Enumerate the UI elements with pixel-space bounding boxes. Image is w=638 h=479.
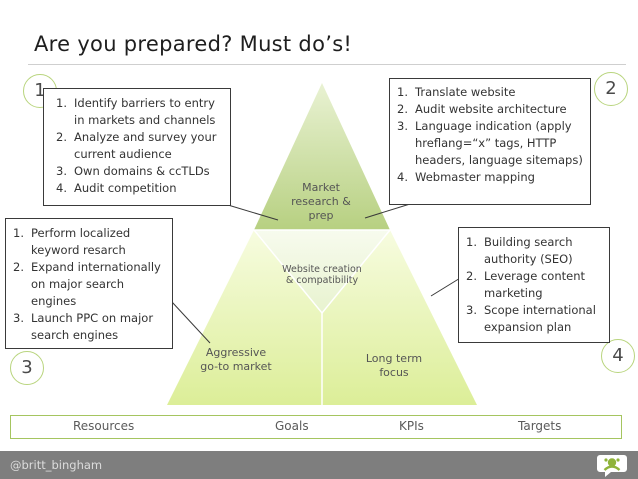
- pyramid-middle-segment: [254, 230, 390, 313]
- pyramid-left-segment: [167, 230, 322, 405]
- callout-4-item: 1.Building search authority (SEO): [466, 235, 573, 266]
- author-handle: @britt_bingham: [10, 458, 103, 472]
- callout-4-item: 2.Leverage content marketing: [466, 269, 585, 300]
- pyramid-label-right: Long term focus: [365, 352, 423, 379]
- callout-2-pointer: [364, 203, 411, 219]
- title-divider: [28, 64, 626, 65]
- quadrant-number-3: 3: [10, 351, 44, 385]
- callout-1-item: 2.Analyze and survey your current audien…: [56, 130, 217, 161]
- logo-icon: [597, 455, 627, 477]
- callout-1-pointer: [227, 204, 279, 221]
- pyramid-label-left: Aggressive go-to market: [200, 346, 272, 373]
- pyramid-top-segment: [254, 83, 390, 230]
- callout-2-item: 3.Language indication (apply hreflang=“x…: [397, 119, 583, 167]
- callout-1-item: 3.Own domains & ccTLDs: [56, 164, 210, 178]
- quadrant-number-2: 2: [594, 72, 628, 106]
- footer: @britt_bingham: [0, 451, 638, 479]
- callout-3-item: 2.Expand internationally on major search…: [13, 260, 161, 308]
- bottom-bar-kpis: KPIs: [399, 419, 424, 433]
- slide-title: Are you prepared? Must do’s!: [34, 32, 353, 56]
- bottom-bar-goals: Goals: [275, 419, 309, 433]
- quadrant-number-4: 4: [601, 339, 635, 373]
- pyramid-label-middle: Website creation & compatibility: [282, 264, 362, 286]
- callout-1-item: 1.Identify barriers to entry in markets …: [56, 96, 216, 127]
- bottom-bar: Resources Goals KPIs Targets: [10, 415, 622, 439]
- callout-2-item: 2.Audit website architecture: [397, 102, 567, 116]
- pyramid-right-segment: [322, 230, 477, 405]
- callout-4: 1.Building search authority (SEO) 2.Leve…: [458, 227, 610, 343]
- callout-2-item: 1.Translate website: [397, 85, 516, 99]
- callout-3-pointer: [171, 301, 211, 344]
- bottom-bar-resources: Resources: [73, 419, 135, 433]
- callout-3-item: 1.Perform localized keyword resarch: [13, 226, 131, 257]
- callout-4-item: 3.Scope international expansion plan: [466, 303, 596, 334]
- callout-2: 1.Translate website 2.Audit website arch…: [389, 78, 591, 205]
- callout-2-item: 4.Webmaster mapping: [397, 170, 535, 184]
- callout-1-item: 4.Audit competition: [56, 181, 177, 195]
- callout-3: 1.Perform localized keyword resarch 2.Ex…: [5, 218, 173, 349]
- bottom-bar-targets: Targets: [518, 419, 562, 433]
- callout-3-item: 3.Launch PPC on major search engines: [13, 311, 154, 342]
- pyramid-label-top: Market research & prep: [291, 181, 351, 222]
- callout-1: 1.Identify barriers to entry in markets …: [43, 88, 231, 206]
